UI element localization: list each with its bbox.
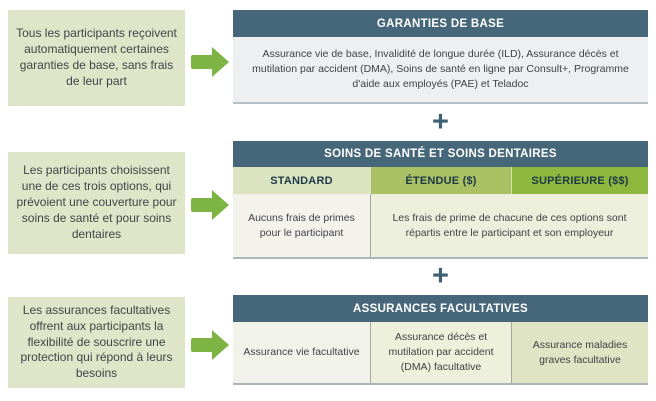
panel-base-guarantees: GARANTIES DE BASE Assurance vie de base,… [233, 10, 648, 104]
option-cells-row: Aucuns frais de primes pour le participa… [233, 194, 648, 259]
arrow-tail [191, 55, 213, 69]
panel-optional-insurance-title: ASSURANCES FACULTATIVES [233, 295, 648, 322]
note-health-dental-options: Les participants choisissent une de ces … [8, 152, 185, 254]
arrow-tail [191, 198, 213, 212]
option-column-headers: STANDARD ÉTENDUE ($) SUPÉRIEURE ($$) [233, 167, 648, 194]
column-header-superieure: SUPÉRIEURE ($$) [511, 167, 648, 194]
right-arrow-icon [191, 190, 229, 220]
column-header-etendue: ÉTENDUE ($) [370, 167, 511, 194]
right-arrow-icon [191, 330, 229, 360]
note-base-benefits: Tous les participants reçoivent automati… [8, 10, 185, 106]
arrow-head [212, 47, 229, 77]
panel-health-dental: SOINS DE SANTÉ ET SOINS DENTAIRES STANDA… [233, 141, 648, 259]
cell-optional-critical-illness: Assurance maladies graves facultative [511, 322, 648, 383]
cell-shared-premiums: Les frais de prime de chacune de ces opt… [370, 194, 648, 257]
panel-optional-insurance: ASSURANCES FACULTATIVES Assurance vie fa… [233, 295, 648, 385]
plus-connector-1: + [432, 106, 449, 138]
panel-health-dental-title: SOINS DE SANTÉ ET SOINS DENTAIRES [233, 141, 648, 167]
arrow-head [212, 330, 229, 360]
cell-optional-life: Assurance vie facultative [233, 322, 370, 383]
panel-base-guarantees-body: Assurance vie de base, Invalidité de lon… [233, 37, 648, 104]
right-arrow-icon [191, 47, 229, 77]
column-header-standard: STANDARD [233, 167, 370, 194]
note-optional-insurance: Les assurances facultatives offrent aux … [8, 297, 185, 388]
cell-standard-premiums: Aucuns frais de primes pour le participa… [233, 194, 370, 257]
cell-optional-add: Assurance décès et mutilation par accide… [370, 322, 511, 383]
arrow-tail [191, 338, 213, 352]
optional-insurance-cells-row: Assurance vie facultative Assurance décè… [233, 322, 648, 385]
arrow-head [212, 190, 229, 220]
panel-base-guarantees-title: GARANTIES DE BASE [233, 10, 648, 37]
plus-connector-2: + [432, 260, 449, 292]
